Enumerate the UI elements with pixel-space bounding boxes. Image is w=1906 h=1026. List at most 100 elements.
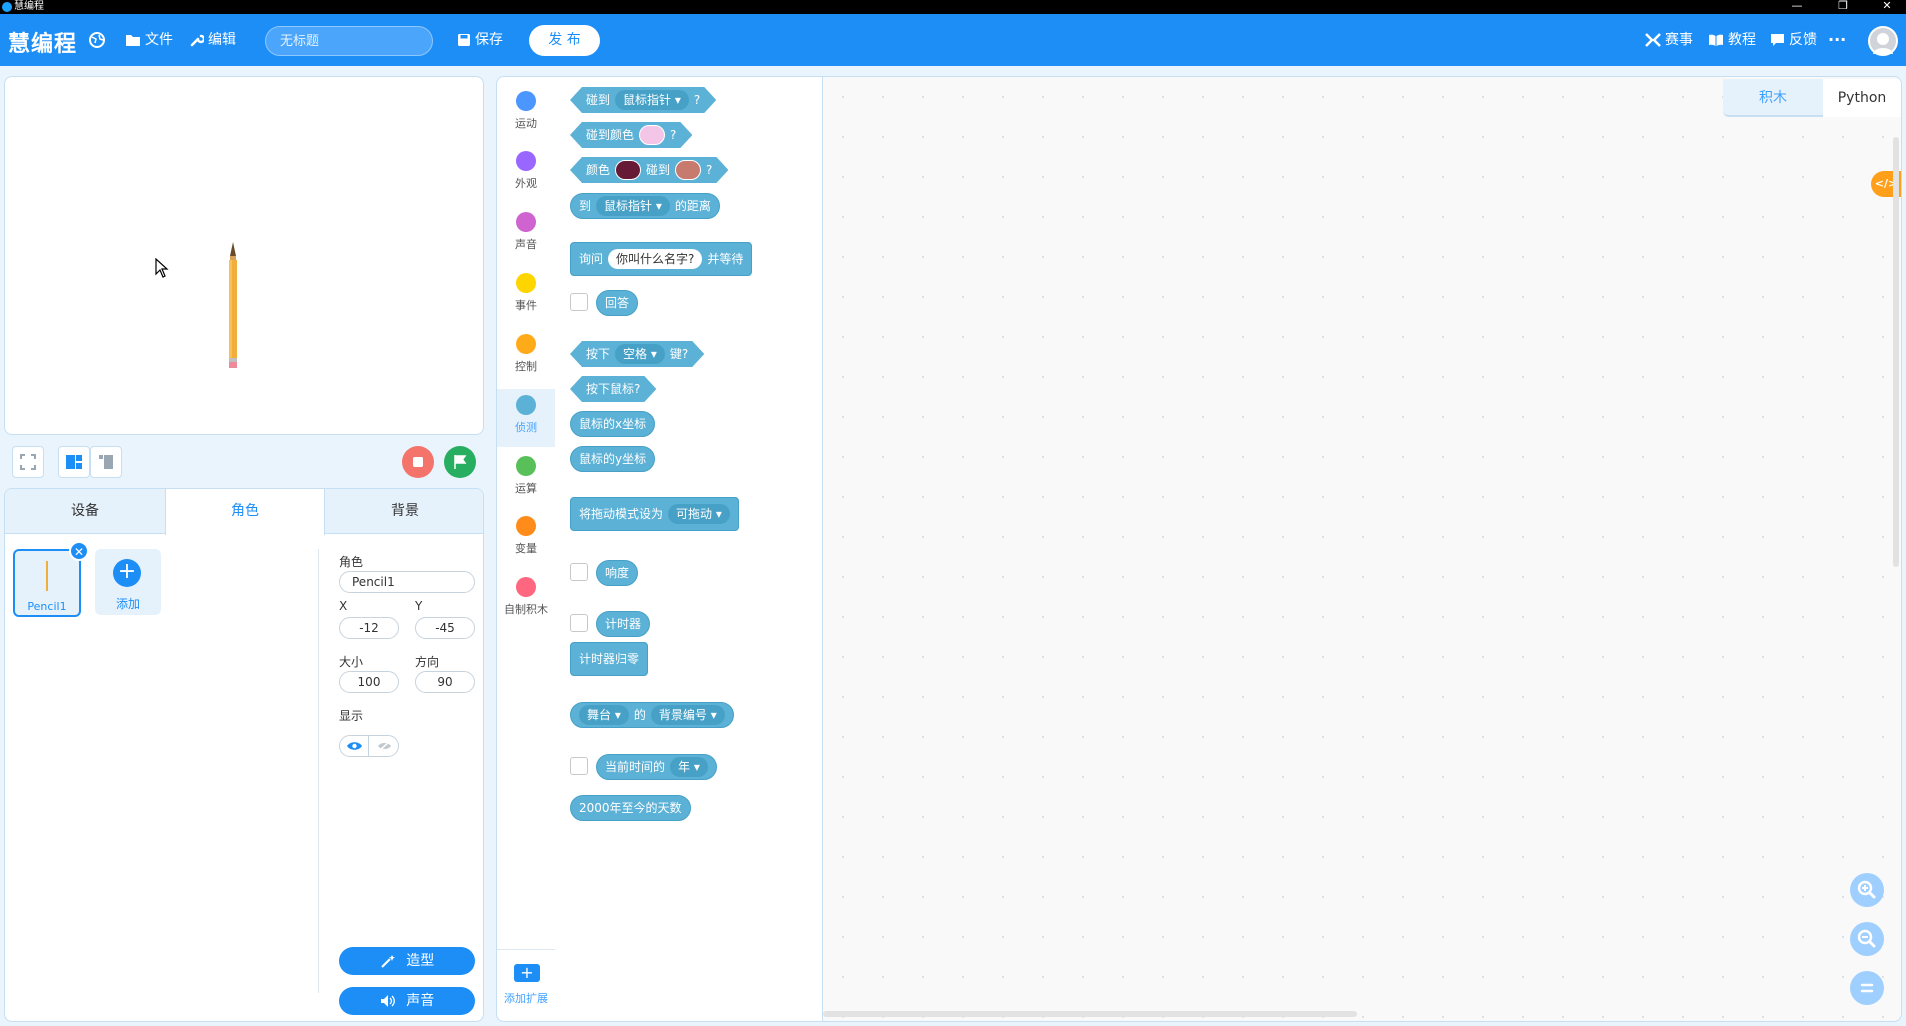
sprite-thumbnail[interactable]: Pencil1 (13, 549, 81, 617)
category-looks[interactable]: 外观 (497, 145, 555, 203)
x-input[interactable]: -12 (339, 617, 399, 639)
category-events[interactable]: 事件 (497, 267, 555, 325)
tab-blocks[interactable]: 积木 (1723, 79, 1823, 117)
block-key-pressed[interactable]: 按下 空格 ▾ 键? (570, 341, 704, 367)
pencil-sprite[interactable] (226, 242, 240, 368)
file-menu[interactable]: 文件 (125, 28, 173, 52)
add-extension-button[interactable]: + 添加扩展 (497, 949, 555, 1019)
costume-button[interactable]: 造型 (339, 947, 475, 975)
block-of[interactable]: 舞台 ▾ 的 背景编号 ▾ (570, 702, 734, 728)
sprite-name-input[interactable]: Pencil1 (339, 571, 475, 593)
y-label: Y (415, 599, 423, 613)
horizontal-scrollbar[interactable] (823, 1011, 1357, 1017)
green-flag-button[interactable] (444, 446, 476, 478)
contest-link[interactable]: 赛事 (1645, 28, 1693, 52)
layout-large-button[interactable] (58, 446, 90, 478)
sensing-dot-icon (516, 395, 536, 415)
size-input[interactable]: 100 (339, 671, 399, 693)
tab-python[interactable]: Python (1823, 79, 1901, 117)
maximize-button[interactable]: ❐ (1838, 0, 1848, 12)
tab-devices[interactable]: 设备 (71, 503, 99, 519)
block-text: ? (706, 163, 713, 177)
project-title-input[interactable] (265, 26, 433, 56)
close-window-button[interactable]: ✕ (1882, 0, 1892, 12)
block-touching-color[interactable]: 碰到颜色 ? (570, 122, 692, 148)
block-days-since-2000[interactable]: 2000年至今的天数 (570, 795, 691, 821)
zoom-out-button[interactable] (1850, 922, 1884, 956)
script-workspace[interactable]: 积木 Python </> (822, 76, 1902, 1022)
block-ask-and-wait[interactable]: 询问 你叫什么名字? 并等待 (570, 242, 753, 276)
block-set-drag-mode[interactable]: 将拖动模式设为 可拖动 ▾ (570, 497, 739, 531)
add-sprite-button[interactable]: + 添加 (95, 549, 161, 615)
stage-canvas[interactable] (4, 76, 484, 435)
block-current-time[interactable]: 当前时间的 年 ▾ (596, 754, 717, 780)
y-input[interactable]: -45 (415, 617, 475, 639)
distance-dropdown[interactable]: 鼠标指针 ▾ (596, 196, 670, 216)
feedback-label: 反馈 (1789, 32, 1817, 48)
direction-input[interactable]: 90 (415, 671, 475, 693)
category-operators[interactable]: 运算 (497, 450, 555, 508)
key-dropdown[interactable]: 空格 ▾ (615, 344, 665, 364)
sprite-properties: 角色 Pencil1 X Y -12 -45 大小 方向 100 90 显示 造… (318, 549, 483, 1015)
category-control[interactable]: 控制 (497, 328, 555, 386)
top-menubar: 慧编程 文件 编辑 保存 发 布 赛事 教程 反馈 ··· (0, 14, 1906, 66)
file-menu-label: 文件 (145, 32, 173, 48)
block-mouse-x[interactable]: 鼠标的x坐标 (570, 411, 656, 437)
block-mouse-down[interactable]: 按下鼠标? (570, 376, 656, 402)
timer-checkbox[interactable] (570, 614, 588, 632)
tutorial-link[interactable]: 教程 (1708, 28, 1756, 52)
zoom-out-icon (1857, 929, 1876, 948)
answer-checkbox[interactable] (570, 293, 588, 311)
block-mouse-y[interactable]: 鼠标的y坐标 (570, 446, 656, 472)
block-timer[interactable]: 计时器 (596, 611, 651, 637)
minimize-button[interactable]: — (1791, 0, 1803, 12)
show-sprite-button[interactable] (340, 736, 369, 756)
add-extension-label: 添加扩展 (504, 992, 548, 1005)
color-swatch[interactable] (675, 160, 701, 180)
editor-mode-tabs: 积木 Python (1723, 79, 1901, 117)
layout-small-button[interactable] (90, 446, 122, 478)
color-swatch[interactable] (639, 125, 665, 145)
category-sensing[interactable]: 侦测 (497, 389, 555, 447)
save-button[interactable]: 保存 (457, 28, 503, 52)
sprite-thumb-name: Pencil1 (27, 600, 67, 613)
stop-button[interactable] (402, 446, 434, 478)
ask-input[interactable]: 你叫什么名字? (608, 249, 703, 269)
my-blocks-dot-icon (516, 577, 536, 597)
of-target-dropdown[interactable]: 舞台 ▾ (579, 705, 629, 725)
block-color-touching-color[interactable]: 颜色 碰到 ? (570, 157, 728, 183)
delete-sprite-button[interactable]: ✕ (69, 541, 89, 561)
fullscreen-button[interactable] (12, 446, 44, 478)
drag-mode-dropdown[interactable]: 可拖动 ▾ (668, 504, 730, 524)
current-time-checkbox[interactable] (570, 757, 588, 775)
zoom-in-button[interactable] (1850, 873, 1884, 907)
feedback-link[interactable]: 反馈 (1770, 28, 1817, 52)
x-label: X (339, 599, 348, 613)
category-variables[interactable]: 变量 (497, 510, 555, 568)
tab-backdrops[interactable]: 背景 (391, 503, 419, 519)
loudness-checkbox[interactable] (570, 563, 588, 581)
user-avatar[interactable] (1868, 26, 1898, 56)
block-loudness[interactable]: 响度 (596, 560, 639, 586)
color-swatch[interactable] (615, 160, 641, 180)
sound-button[interactable]: 声音 (339, 987, 475, 1015)
category-sound[interactable]: 声音 (497, 206, 555, 264)
block-touching[interactable]: 碰到 鼠标指针 ▾ ? (570, 87, 716, 113)
tab-sprites[interactable]: 角色 (165, 489, 325, 535)
category-my-blocks[interactable]: 自制积木 (497, 571, 555, 629)
language-button[interactable] (88, 28, 106, 52)
of-property-dropdown[interactable]: 背景编号 ▾ (650, 705, 725, 725)
category-motion[interactable]: 运动 (497, 85, 555, 143)
current-time-dropdown[interactable]: 年 ▾ (670, 757, 708, 777)
vertical-scrollbar[interactable] (1893, 137, 1899, 567)
publish-button[interactable]: 发 布 (529, 25, 600, 56)
block-distance-to[interactable]: 到 鼠标指针 ▾ 的距离 (570, 193, 720, 219)
block-text: ? (670, 128, 677, 142)
hide-sprite-button[interactable] (370, 736, 399, 756)
more-menu[interactable]: ··· (1828, 30, 1847, 49)
block-answer[interactable]: 回答 (596, 290, 639, 316)
block-reset-timer[interactable]: 计时器归零 (570, 642, 649, 676)
touching-dropdown[interactable]: 鼠标指针 ▾ (615, 90, 689, 110)
zoom-reset-button[interactable] (1850, 971, 1884, 1005)
edit-menu[interactable]: 编辑 (190, 28, 236, 52)
